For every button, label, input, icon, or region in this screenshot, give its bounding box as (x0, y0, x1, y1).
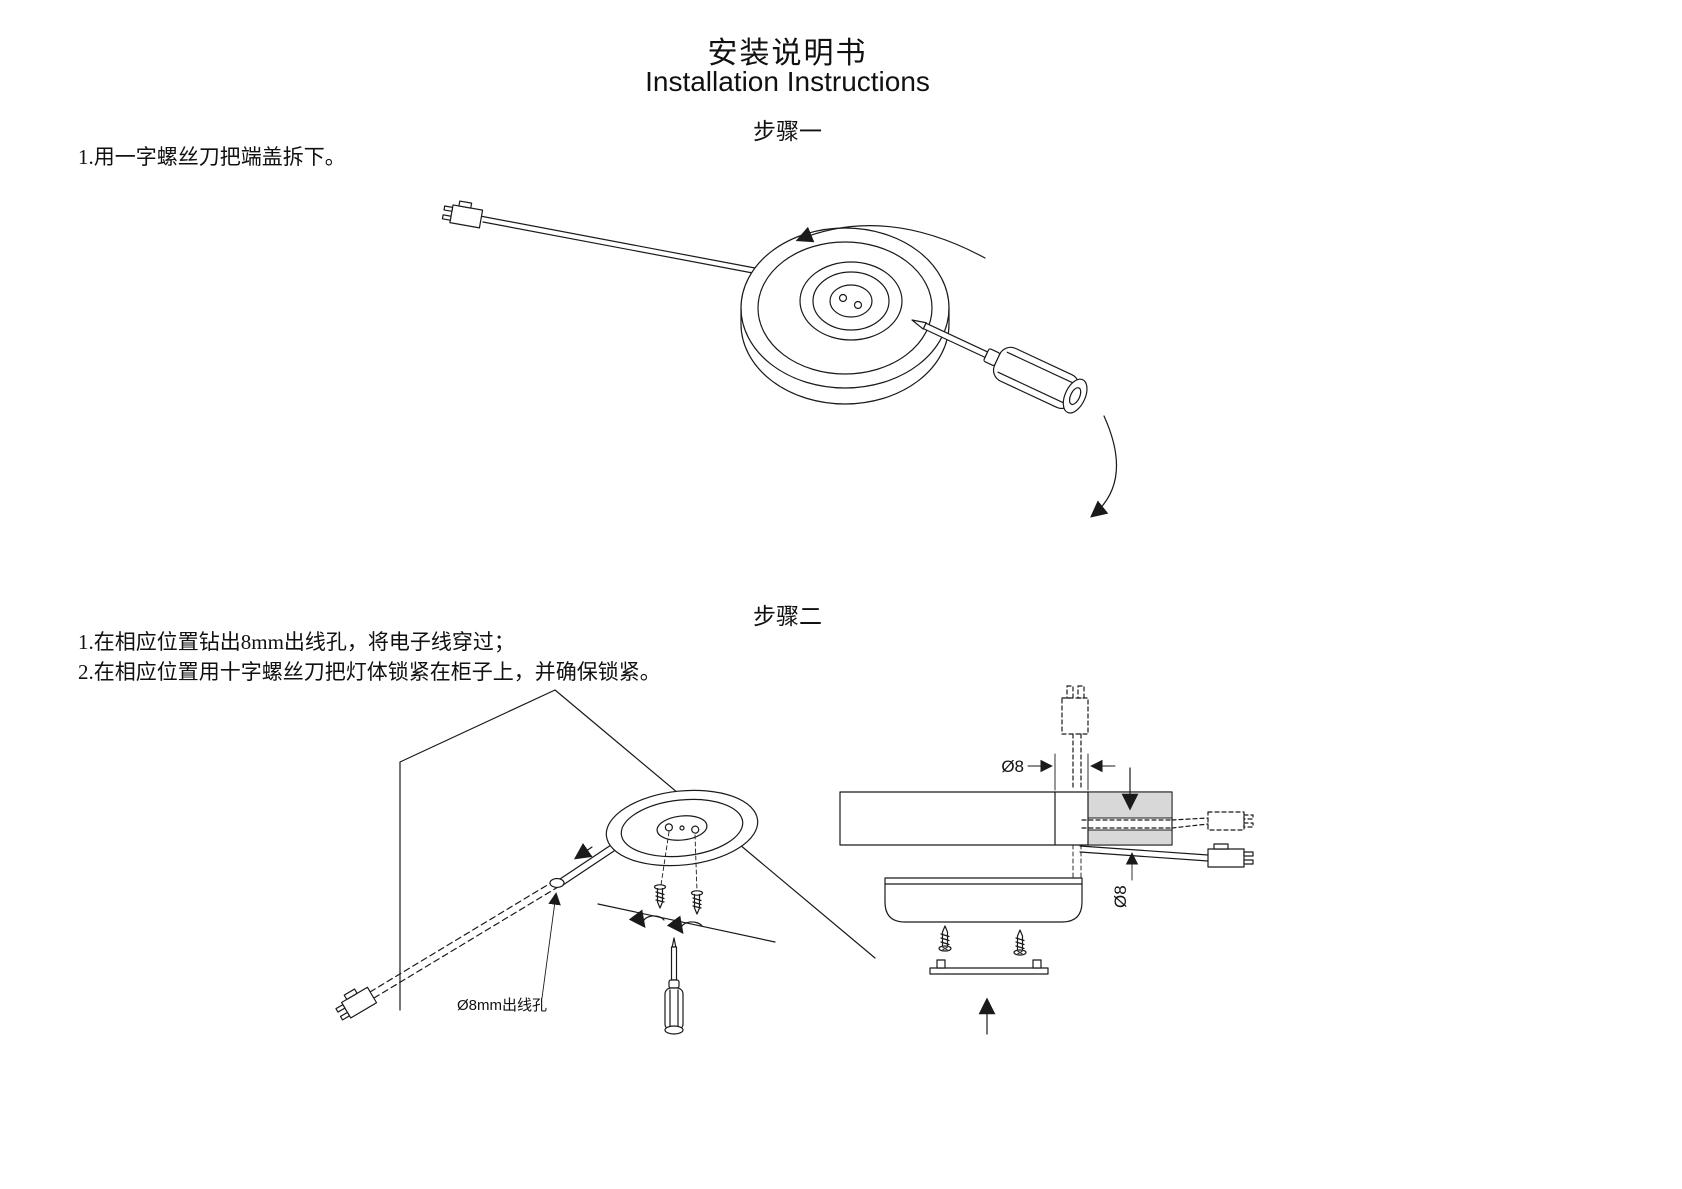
wire-connector-icon (1207, 843, 1254, 868)
step2-instruction-2: 2.在相应位置用十字螺丝刀把灯体锁紧在柜子上，并确保锁紧。 (78, 660, 661, 684)
figure-step1-remove-end-cap (441, 200, 1117, 518)
pry-motion-arrow (1090, 415, 1117, 518)
figure-step2-section-view: Ø8 (839, 685, 1254, 1035)
wire-through-hole-drawing (335, 842, 618, 1021)
rotate-cap-arrow (795, 225, 986, 259)
wire-to-connector (1079, 843, 1254, 868)
page-title-cn: 安装说明书 (707, 37, 868, 70)
flat-screwdriver-drawing (911, 319, 1088, 414)
board-section-drawing (839, 791, 1173, 846)
step2-instruction-1: 1.在相应位置钻出8mm出线孔，将电子线穿过； (78, 630, 515, 654)
dim-label-top: Ø8 (1001, 757, 1024, 776)
screw-turn-arrow (666, 915, 703, 935)
hole-dimension-top: Ø8 (1001, 753, 1116, 791)
wire-channel-dashed (1081, 811, 1254, 831)
wire-exit-hole (549, 877, 565, 889)
end-cap-drawing (929, 959, 1049, 975)
phantom-connector-above (1061, 685, 1089, 791)
step2-heading: 步骤二 (753, 603, 822, 629)
phantom-connector-right (1207, 811, 1254, 831)
puck-light-drawing (740, 227, 950, 405)
light-housing-section (884, 844, 1083, 923)
figure-step2-cabinet-mounting: Ø8mm出线孔 (335, 689, 876, 1035)
mounting-screws-drawing (628, 831, 704, 935)
wire-connector-icon (335, 986, 378, 1021)
puck-light-top-view (605, 789, 759, 867)
hole-label: Ø8mm出线孔 (457, 997, 547, 1014)
screw-turn-arrow (628, 909, 665, 929)
hole-callout: Ø8mm出线孔 (457, 892, 561, 1014)
page-title-en: Installation Instructions (645, 66, 930, 97)
step1-heading: 步骤一 (753, 118, 822, 144)
dim-label-side: Ø8 (1111, 885, 1130, 908)
wire-connector-icon (441, 200, 484, 229)
power-wire-drawing (479, 215, 759, 275)
wire-feed-arrow (573, 842, 593, 860)
hole-dimension-side: Ø8 (1111, 852, 1139, 908)
step1-instruction-1: 1.用一字螺丝刀把端盖拆下。 (78, 145, 346, 169)
phillips-screwdriver-drawing (664, 937, 684, 1035)
fixing-screws-drawing (938, 925, 1027, 956)
